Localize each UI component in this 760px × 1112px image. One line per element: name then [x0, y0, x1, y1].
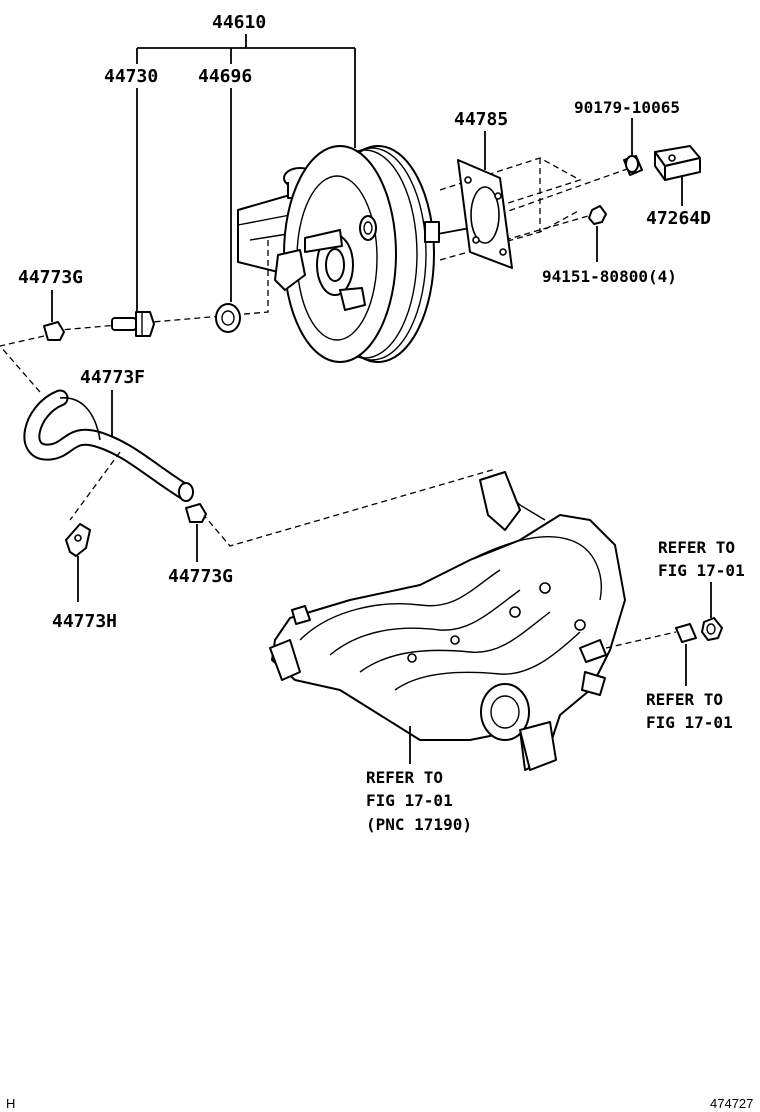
clip-44773h — [65, 523, 91, 557]
refer-right-2-line2: FIG 17-01 — [646, 713, 733, 732]
label-44610: 44610 — [212, 12, 266, 33]
dash-clamp-hose — [0, 335, 45, 393]
clamp-44773g-upper — [43, 321, 65, 341]
refer-bottom-line1: REFER TO — [366, 768, 443, 787]
label-44773G-upper: 44773G — [18, 267, 83, 288]
fitting-right-lower — [675, 623, 697, 643]
intake-manifold — [269, 471, 626, 771]
refer-right-2-line1: REFER TO — [646, 690, 723, 709]
refer-right-1-line2: FIG 17-01 — [658, 561, 745, 580]
footer-left-code: H — [6, 1096, 15, 1111]
bolt-90179 — [623, 155, 643, 176]
label-44730: 44730 — [104, 66, 158, 87]
clamp-44773g-lower — [185, 503, 207, 523]
check-valve-44730 — [111, 311, 155, 337]
label-44785: 44785 — [454, 109, 508, 130]
dash-bolt — [499, 167, 631, 215]
label-47264D: 47264D — [646, 208, 711, 229]
brake-booster — [237, 145, 471, 363]
dash-hose-clip — [69, 451, 121, 521]
gasket-44785 — [457, 159, 513, 269]
bracket-47264d — [654, 145, 701, 181]
refer-bottom-line2: FIG 17-01 — [366, 791, 453, 810]
label-90179-10065: 90179-10065 — [574, 98, 680, 117]
dash-nut — [504, 213, 596, 241]
nut-94151 — [588, 205, 607, 225]
dash-manifold-right — [605, 631, 677, 649]
dash-hose-manifold — [195, 469, 511, 547]
hose-44773f — [23, 389, 194, 502]
refer-right-1-line1: REFER TO — [658, 538, 735, 557]
refer-bottom-line3: (PNC 17190) — [366, 815, 472, 834]
fitting-right-upper — [701, 617, 723, 641]
label-44773H: 44773H — [52, 611, 117, 632]
label-94151-80800: 94151-80800(4) — [542, 267, 677, 286]
label-44773G-lower: 44773G — [168, 566, 233, 587]
label-44773F: 44773F — [80, 367, 145, 388]
footer-right-code: 474727 — [710, 1096, 753, 1111]
grommet-44696 — [215, 303, 241, 333]
label-44696: 44696 — [198, 66, 252, 87]
leader-44610 — [136, 34, 356, 148]
